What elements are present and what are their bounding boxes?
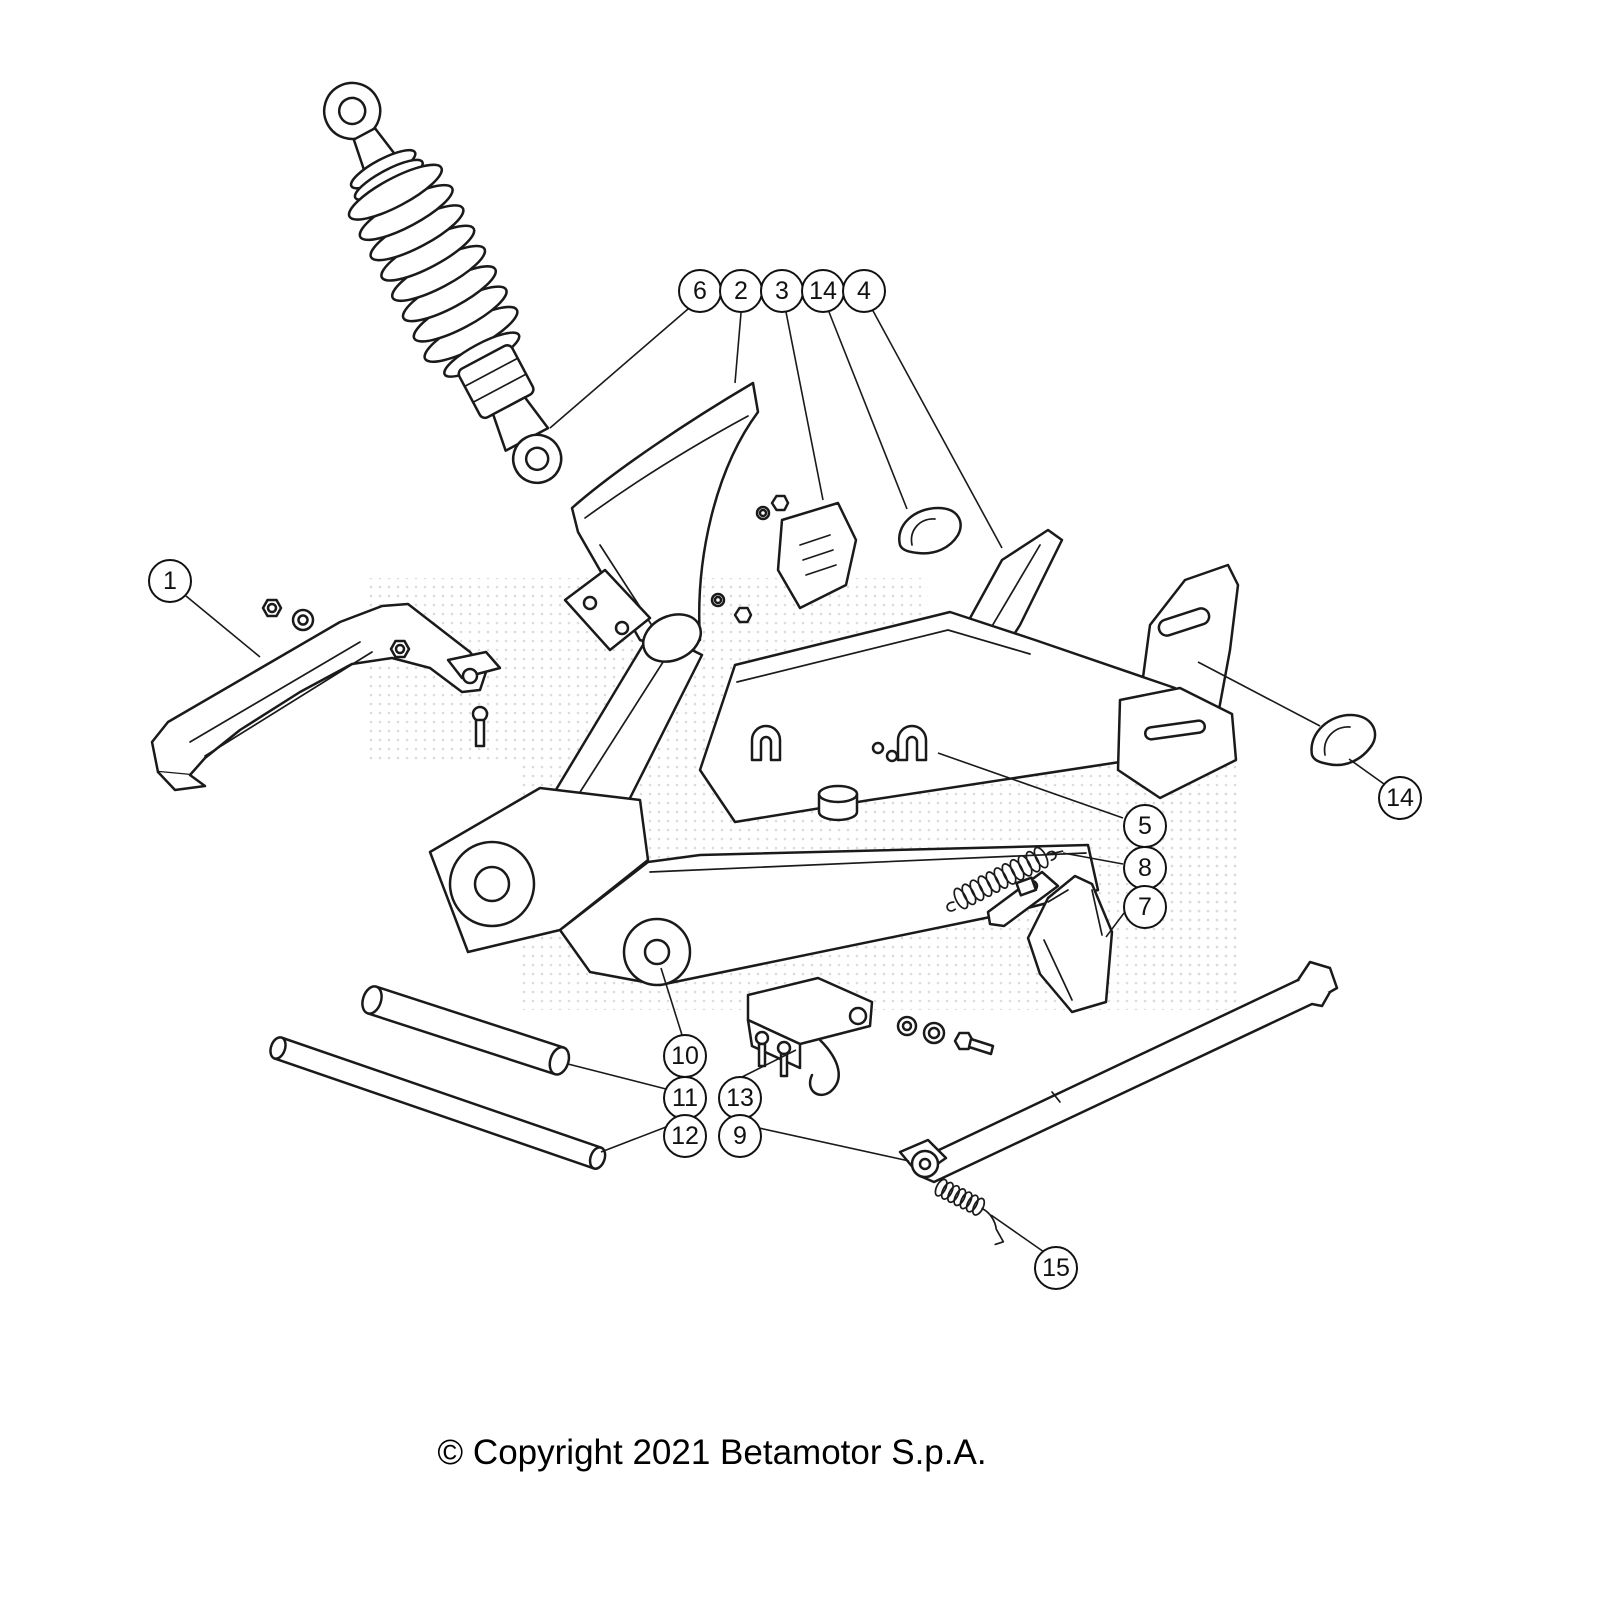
side-stand <box>898 960 1339 1184</box>
rubber-cap-right <box>1310 713 1377 767</box>
callout-7[interactable]: 7 <box>1123 885 1167 929</box>
callout-14-top[interactable]: 14 <box>801 269 845 313</box>
callout-15[interactable]: 15 <box>1034 1246 1078 1290</box>
stand-bracket <box>746 976 874 1097</box>
callout-6[interactable]: 6 <box>678 269 722 313</box>
guard-fasteners <box>710 592 753 624</box>
swingarm <box>428 610 1238 987</box>
stand-hardware <box>896 1015 995 1056</box>
callout-10[interactable]: 10 <box>663 1034 707 1078</box>
callout-13[interactable]: 13 <box>718 1076 762 1120</box>
callout-11[interactable]: 11 <box>663 1076 707 1120</box>
callout-3[interactable]: 3 <box>760 269 804 313</box>
callout-12[interactable]: 12 <box>663 1114 707 1158</box>
return-spring <box>946 846 1064 912</box>
slider-fasteners <box>261 598 489 748</box>
callout-1[interactable]: 1 <box>148 559 192 603</box>
copyright-text: © Copyright 2021 Betamotor S.p.A. <box>437 1433 987 1472</box>
cable-clamps <box>750 724 928 763</box>
callout-5[interactable]: 5 <box>1123 804 1167 848</box>
stand-stop <box>986 870 1114 1014</box>
callout-8[interactable]: 8 <box>1123 846 1167 890</box>
stand-spring <box>934 1178 1005 1246</box>
callout-14-right[interactable]: 14 <box>1378 776 1422 820</box>
bushing-tube <box>361 985 571 1076</box>
callout-2[interactable]: 2 <box>719 269 763 313</box>
rubber-cap-left <box>897 506 962 555</box>
callout-9[interactable]: 9 <box>718 1114 762 1158</box>
shock-absorber <box>322 81 563 485</box>
pivot-shaft <box>269 1036 607 1170</box>
center-bracket <box>755 494 858 610</box>
leader-lines <box>185 308 1385 1253</box>
callout-4[interactable]: 4 <box>842 269 886 313</box>
chain-guard <box>563 381 760 652</box>
